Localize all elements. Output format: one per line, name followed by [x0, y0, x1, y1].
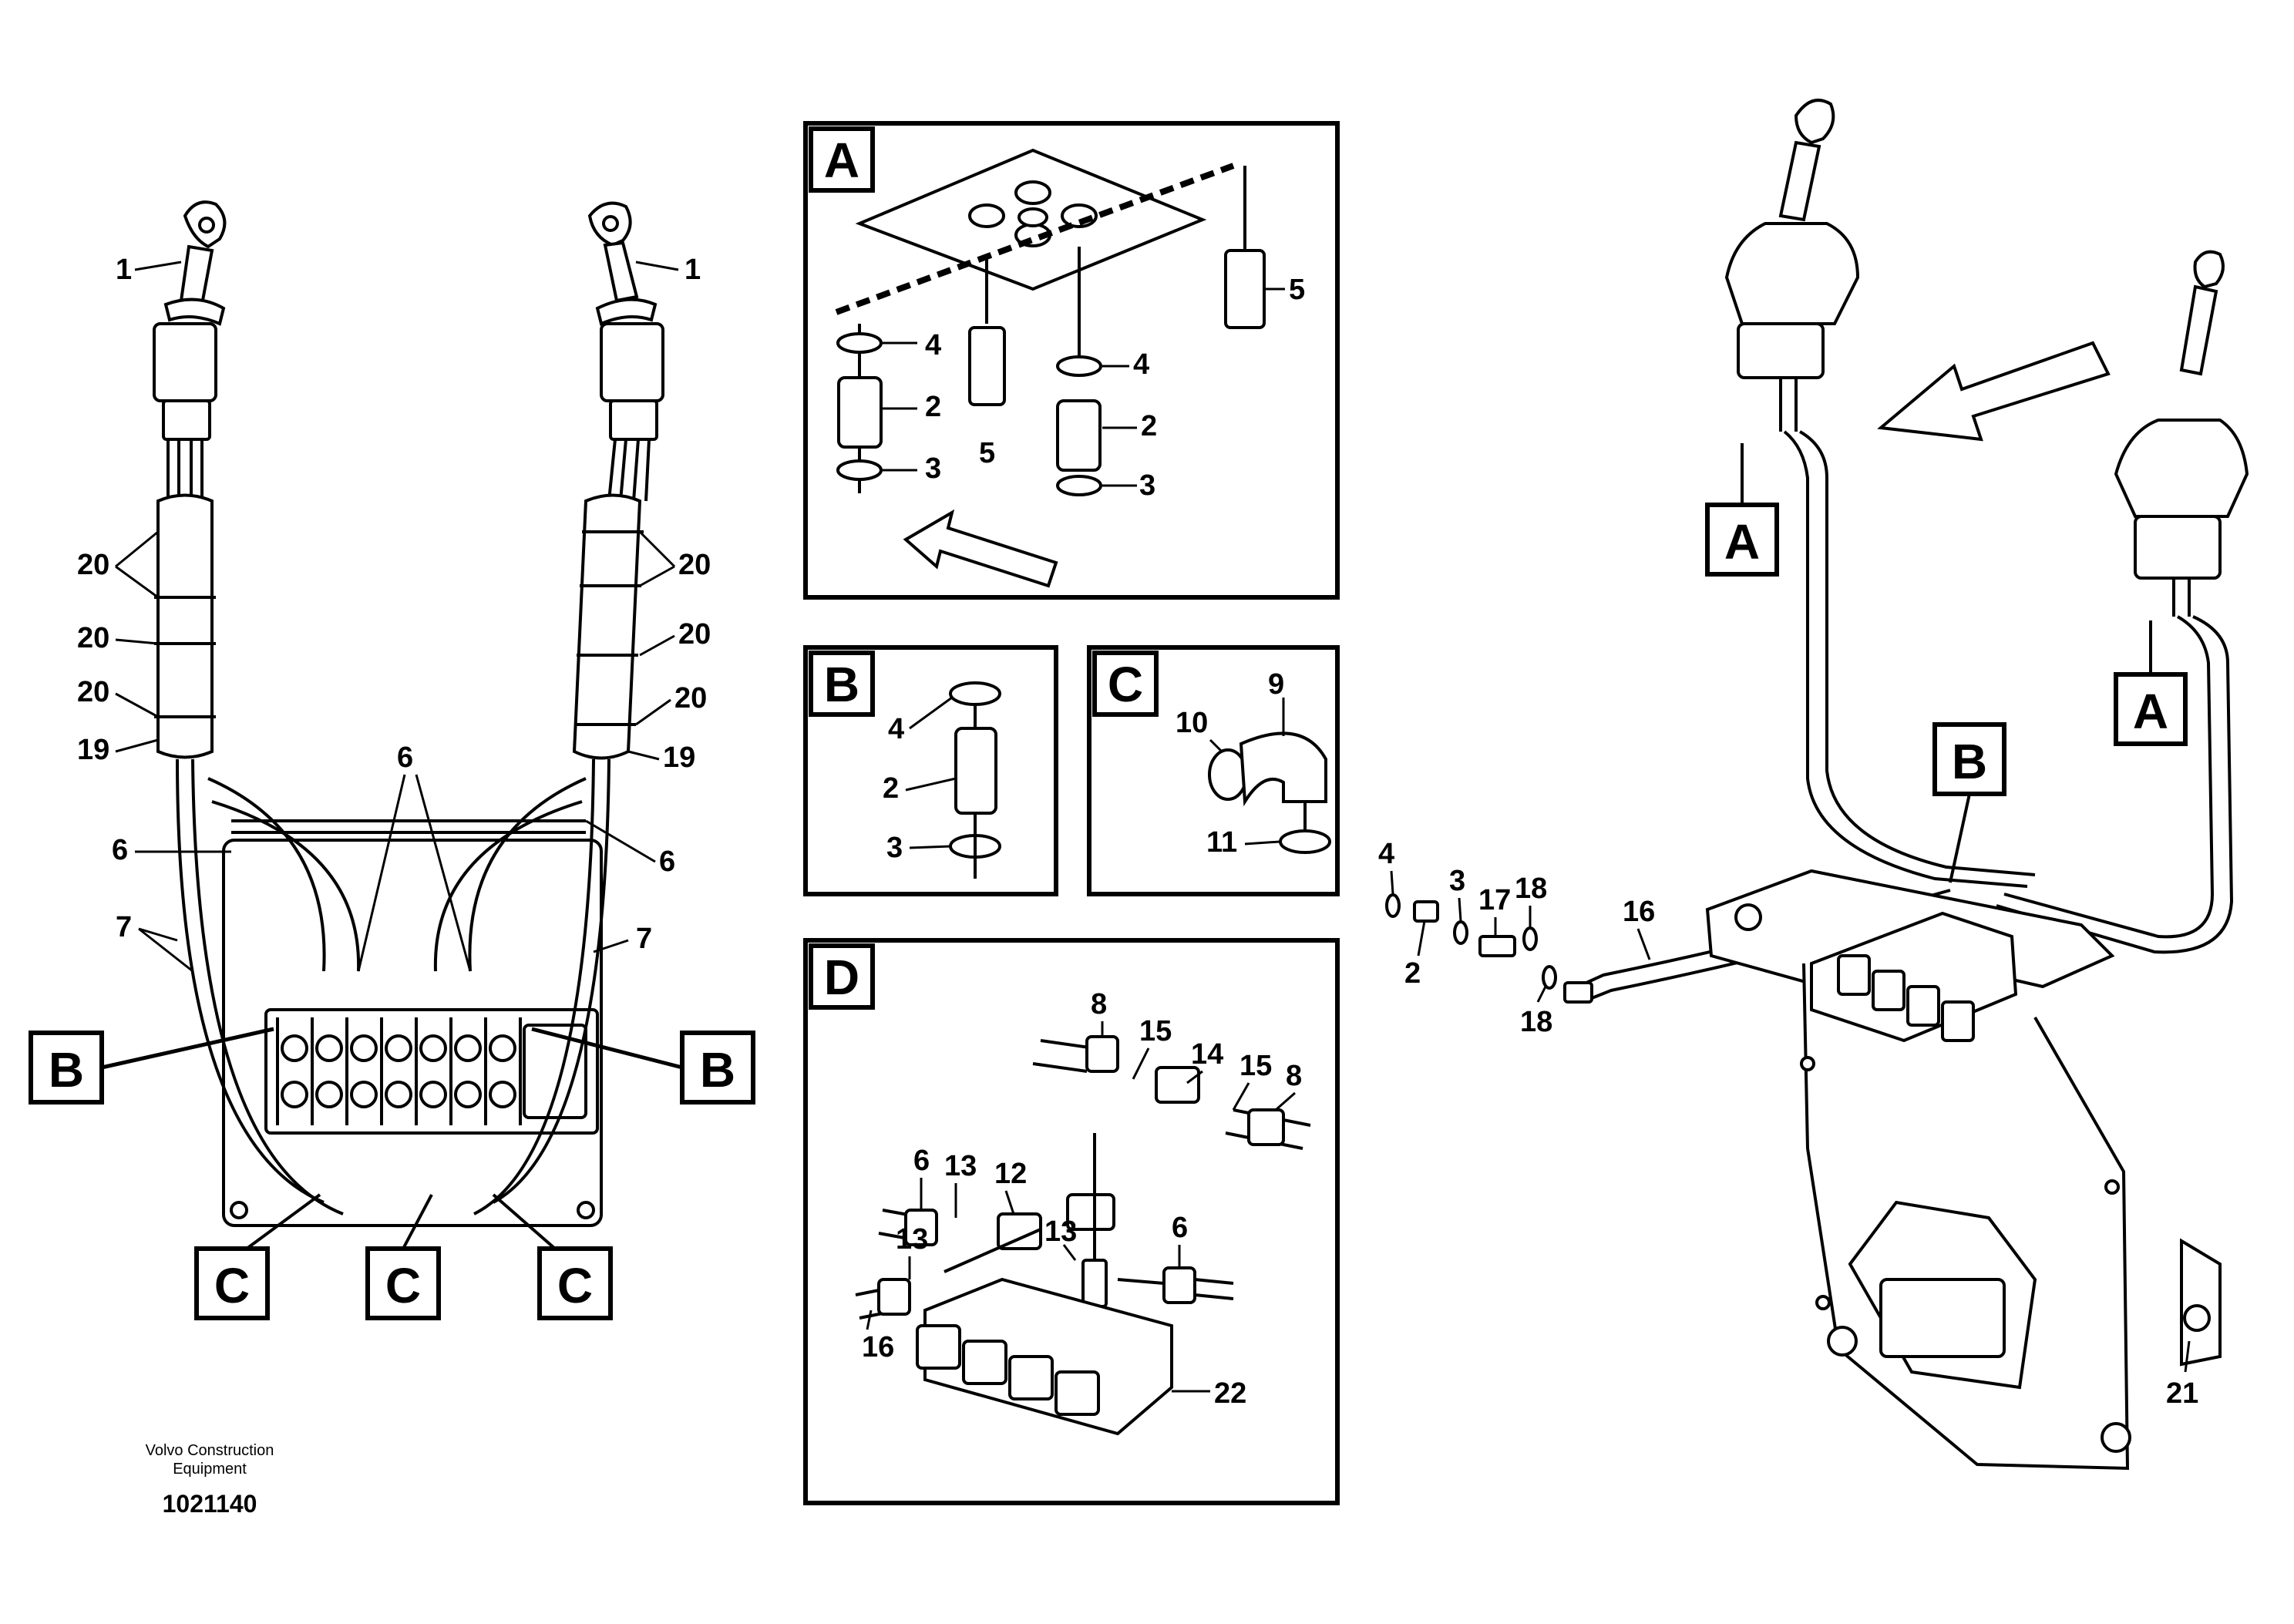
callout-box-c-3: C [492, 1193, 613, 1320]
detail-d [803, 938, 1340, 1505]
part-2-label: 2 [925, 391, 941, 423]
fitting-stack [1385, 893, 1593, 1004]
right-assembly [1385, 99, 2249, 1471]
part-13-label: 13 [944, 1150, 977, 1182]
detail-d-label: D [824, 950, 859, 1005]
hoses [176, 758, 610, 1215]
part-3-label: 3 [925, 452, 941, 485]
part-4-label: 4 [1378, 838, 1394, 870]
part-10-label: 10 [1176, 707, 1208, 739]
callout-box-b-right: B [531, 1027, 755, 1105]
svg-text:C: C [385, 1258, 421, 1313]
part-16-label: 16 [862, 1331, 894, 1363]
callout-box-b-left: B [29, 1027, 274, 1105]
svg-text:B: B [1952, 734, 1987, 789]
svg-text:B: B [700, 1042, 735, 1098]
part-8-label: 8 [1091, 988, 1107, 1020]
part-7-label: 7 [636, 923, 652, 955]
part-7-label: 7 [116, 911, 132, 943]
part-6-label: 6 [1172, 1212, 1188, 1244]
part-6-label: 6 [659, 846, 675, 878]
part-20-label: 20 [678, 549, 711, 581]
part-18-label: 18 [1515, 873, 1547, 905]
detail-b-label: B [824, 657, 859, 712]
part-labels: 1 1 20 20 20 19 20 20 20 19 6 6 6 7 7 4 … [77, 254, 2198, 1410]
svg-text:C: C [557, 1258, 593, 1313]
footer: Volvo Construction Equipment 1021140 [146, 1442, 274, 1518]
part-8-label: 8 [1286, 1060, 1302, 1092]
part-3-label: 3 [886, 832, 903, 864]
part-1-label: 1 [684, 254, 701, 286]
part-20-label: 20 [77, 549, 109, 581]
callout-box-a-lower: A [2114, 620, 2188, 746]
part-20-label: 20 [674, 682, 707, 714]
part-19-label: 19 [77, 734, 109, 766]
part-19-label: 19 [663, 741, 695, 774]
part-20-label: 20 [77, 676, 109, 708]
svg-text:A: A [1724, 514, 1760, 570]
part-2-label: 2 [1404, 957, 1421, 990]
part-20-label: 20 [77, 622, 109, 654]
hose-sleeves [154, 493, 644, 760]
part-6-label: 6 [112, 834, 128, 866]
svg-text:B: B [49, 1042, 84, 1098]
valve-block [222, 839, 603, 1227]
right-valve [1810, 911, 2018, 1043]
part-3-label: 3 [1139, 469, 1155, 502]
part-13-label: 13 [896, 1223, 928, 1256]
part-3-label: 3 [1449, 865, 1465, 897]
part-13-label: 13 [1044, 1215, 1077, 1248]
left-joystick [153, 200, 227, 501]
part-16-label: 16 [1623, 896, 1655, 928]
part-5-label: 5 [979, 437, 995, 469]
part-6-label: 6 [913, 1145, 930, 1177]
detail-a-label: A [824, 133, 859, 188]
part-22-label: 22 [1214, 1377, 1246, 1410]
part-17-label: 17 [1478, 884, 1511, 916]
callout-box-c-1: C [194, 1193, 321, 1320]
part-20-label: 20 [678, 618, 711, 651]
part-2-label: 2 [1141, 410, 1157, 442]
direction-arrow [1877, 341, 2111, 442]
company-name-line2: Equipment [173, 1461, 247, 1478]
detail-b [803, 645, 1058, 896]
part-4-label: 4 [1133, 348, 1149, 381]
detail-c-label: C [1108, 657, 1143, 712]
part-1-label: 1 [116, 254, 132, 286]
part-15-label: 15 [1139, 1015, 1172, 1047]
company-name-line1: Volvo Construction [146, 1442, 274, 1459]
callout-box-a-upper: A [1705, 443, 1779, 577]
callout-box-c-2: C [365, 1194, 441, 1320]
right-joystick [587, 201, 664, 502]
part-14-label: 14 [1191, 1038, 1223, 1071]
part-12-label: 12 [994, 1158, 1027, 1190]
svg-text:C: C [214, 1258, 250, 1313]
part-4-label: 4 [888, 713, 904, 745]
joystick-a-lower [2114, 250, 2249, 617]
part-11-label: 11 [1206, 826, 1237, 859]
part-4-label: 4 [925, 329, 941, 361]
callout-box-b-right-assembly: B [1932, 722, 2006, 883]
part-2-label: 2 [883, 772, 899, 805]
drawing-number: 1021140 [163, 1490, 257, 1518]
part-18-label: 18 [1520, 1006, 1552, 1038]
svg-text:A: A [2133, 684, 2168, 739]
detail-c [1087, 645, 1340, 896]
left-assembly [153, 200, 664, 1227]
part-21-label: 21 [2166, 1377, 2198, 1410]
part-6-label: 6 [397, 741, 413, 774]
part-15-label: 15 [1240, 1050, 1272, 1082]
detail-a [803, 121, 1340, 600]
part-5-label: 5 [1289, 274, 1305, 306]
joystick-a-upper [1724, 99, 1860, 432]
part-9-label: 9 [1268, 668, 1284, 701]
